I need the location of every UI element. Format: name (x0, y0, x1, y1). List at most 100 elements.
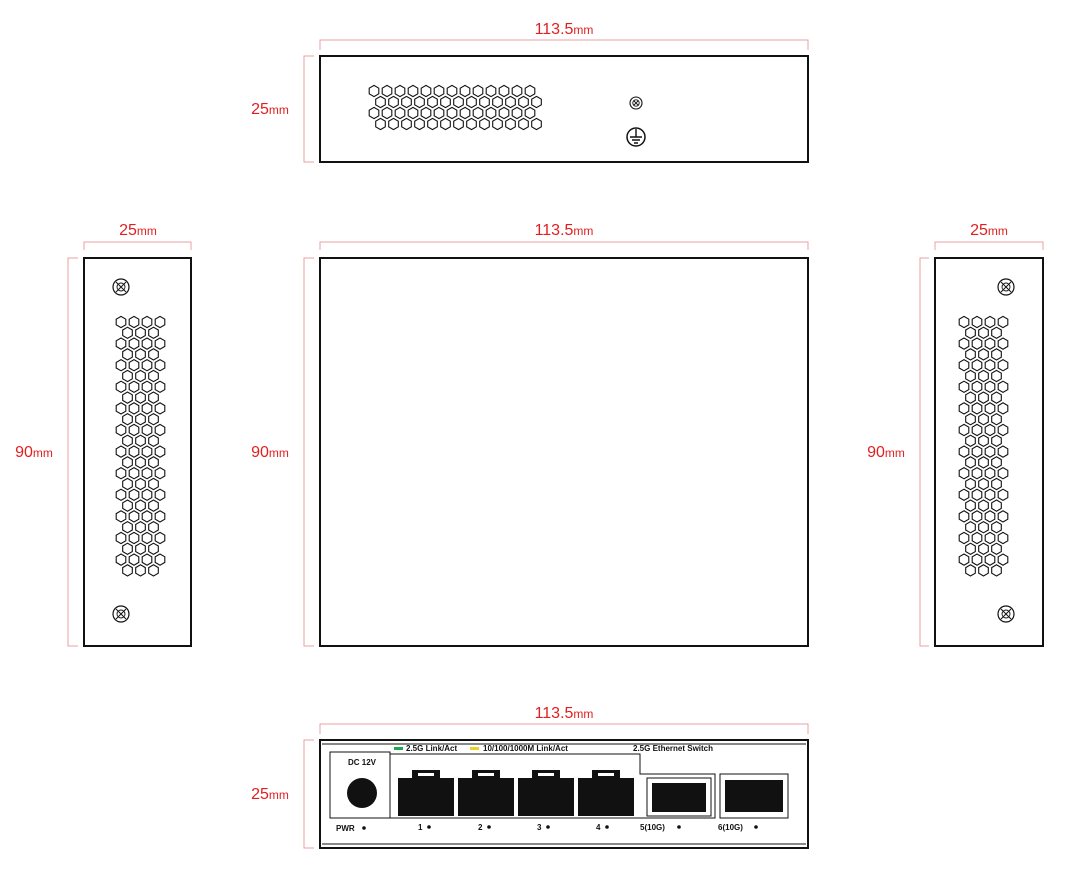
vent-hole (135, 477, 146, 491)
vent-hole (141, 315, 153, 329)
port-label-5: 5(10G) (640, 823, 665, 832)
vent-hole (141, 402, 153, 415)
vent-hole (958, 510, 970, 523)
vent-hole (991, 477, 1002, 491)
vent-hole (453, 95, 464, 109)
vent-hole (978, 542, 989, 556)
vent-hole (997, 466, 1009, 480)
left-vent-grid (115, 315, 166, 577)
vent-hole (971, 380, 983, 394)
rj45-latch-notch (418, 773, 434, 776)
port-label-2: 2 (478, 823, 483, 832)
vent-hole (115, 445, 127, 458)
vent-hole (505, 95, 516, 109)
vent-hole (505, 117, 516, 131)
vent-hole (128, 315, 140, 329)
vent-hole (531, 117, 542, 131)
vent-hole (135, 520, 146, 534)
vent-hole (388, 117, 399, 131)
vent-hole (984, 466, 996, 480)
vent-hole (115, 466, 127, 480)
vent-hole (965, 564, 976, 577)
vent-hole (148, 348, 159, 361)
vent-hole (958, 423, 970, 437)
pwr-label: PWR (336, 824, 355, 833)
vent-hole (401, 117, 412, 131)
right-bottom-screw-icon (997, 605, 1015, 623)
dc-label: DC 12V (348, 758, 377, 767)
ground-symbol-icon (626, 127, 646, 147)
rj45-latch-notch (538, 773, 554, 776)
vent-hole (472, 106, 484, 120)
vent-hole (997, 380, 1009, 394)
vent-hole (394, 84, 406, 98)
vent-hole (453, 117, 464, 131)
vent-hole (141, 488, 153, 502)
right-width-dimension: 25mm (970, 222, 1008, 239)
front-width-dimension: 113.5mm (535, 705, 594, 722)
front-height-dimension: 25mm (251, 786, 289, 803)
rear-vent-grid (368, 84, 542, 131)
vent-hole (381, 84, 393, 98)
vent-hole (433, 84, 445, 98)
vent-hole (991, 456, 1002, 469)
vent-hole (459, 106, 471, 120)
vent-hole (991, 391, 1002, 404)
vent-hole (971, 510, 983, 523)
vent-hole (971, 358, 983, 372)
vent-hole (154, 553, 166, 566)
sfp-port-6 (725, 780, 783, 812)
port-led-2 (487, 825, 491, 829)
vent-hole (141, 423, 153, 437)
vent-hole (135, 326, 146, 340)
vent-hole (958, 531, 970, 545)
vent-hole (128, 358, 140, 372)
vent-hole (115, 315, 127, 329)
vent-hole (978, 348, 989, 361)
right-top-screw-icon (997, 278, 1015, 296)
vent-hole (958, 315, 970, 329)
rear-width-dimension: 113.5mm (535, 21, 594, 38)
vent-hole (135, 348, 146, 361)
vent-hole (971, 315, 983, 329)
vent-hole (148, 456, 159, 469)
vent-hole (958, 553, 970, 566)
vent-hole (420, 84, 432, 98)
vent-hole (440, 117, 451, 131)
vent-hole (984, 358, 996, 372)
vent-hole (420, 106, 432, 120)
vent-hole (375, 117, 386, 131)
vent-hole (135, 434, 146, 448)
vent-hole (511, 106, 523, 120)
vent-hole (965, 477, 976, 491)
vent-hole (122, 348, 133, 361)
vent-hole (978, 369, 989, 383)
vent-hole (135, 412, 146, 426)
vent-hole (479, 117, 490, 131)
vent-hole (997, 423, 1009, 437)
sfp-port-5 (652, 783, 706, 812)
right-depth-dimension: 90mm (867, 444, 905, 461)
vent-hole (997, 402, 1009, 415)
vent-hole (965, 369, 976, 383)
vent-hole (141, 553, 153, 566)
vent-hole (414, 117, 425, 131)
vent-hole (958, 380, 970, 394)
vent-hole (128, 445, 140, 458)
vent-hole (518, 117, 529, 131)
vent-hole (997, 531, 1009, 545)
vent-hole (115, 402, 127, 415)
vent-hole (115, 358, 127, 372)
vent-hole (472, 84, 484, 98)
dc-power-jack (347, 778, 377, 808)
vent-hole (154, 445, 166, 458)
vent-hole (991, 348, 1002, 361)
vent-hole (971, 445, 983, 458)
vent-hole (135, 564, 146, 577)
vent-hole (122, 326, 133, 340)
left-depth-dimension: 90mm (15, 444, 53, 461)
vent-hole (141, 510, 153, 523)
rj45-port-2 (458, 770, 514, 816)
vent-hole (984, 510, 996, 523)
vent-hole (446, 106, 458, 120)
